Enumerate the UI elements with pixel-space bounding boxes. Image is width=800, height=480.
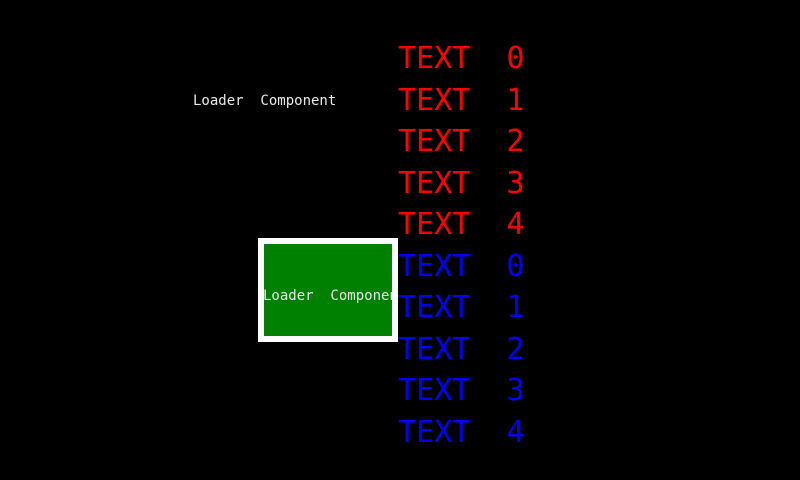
text-row: TEXT 0 <box>398 248 525 284</box>
text-row: TEXT 1 <box>398 290 525 325</box>
text-row: TEXT 4 <box>398 207 525 242</box>
text-row-list: TEXT 0 TEXT 1 TEXT 2 TEXT 3 TEXT 4 TEXT … <box>398 38 658 453</box>
boxed-loader-component-label: Loader Component <box>263 288 398 304</box>
text-row: TEXT 3 <box>398 165 525 201</box>
text-row: TEXT 1 <box>398 82 525 118</box>
text-row: TEXT 4 <box>398 414 525 450</box>
boxed-loader-component: Loader Component <box>258 238 398 342</box>
plain-loader-component-label: Loader Component <box>193 93 337 109</box>
text-row: TEXT 3 <box>398 373 525 408</box>
text-row: TEXT 2 <box>398 124 525 159</box>
text-row: TEXT 0 <box>398 41 525 76</box>
text-row: TEXT 2 <box>398 331 525 367</box>
